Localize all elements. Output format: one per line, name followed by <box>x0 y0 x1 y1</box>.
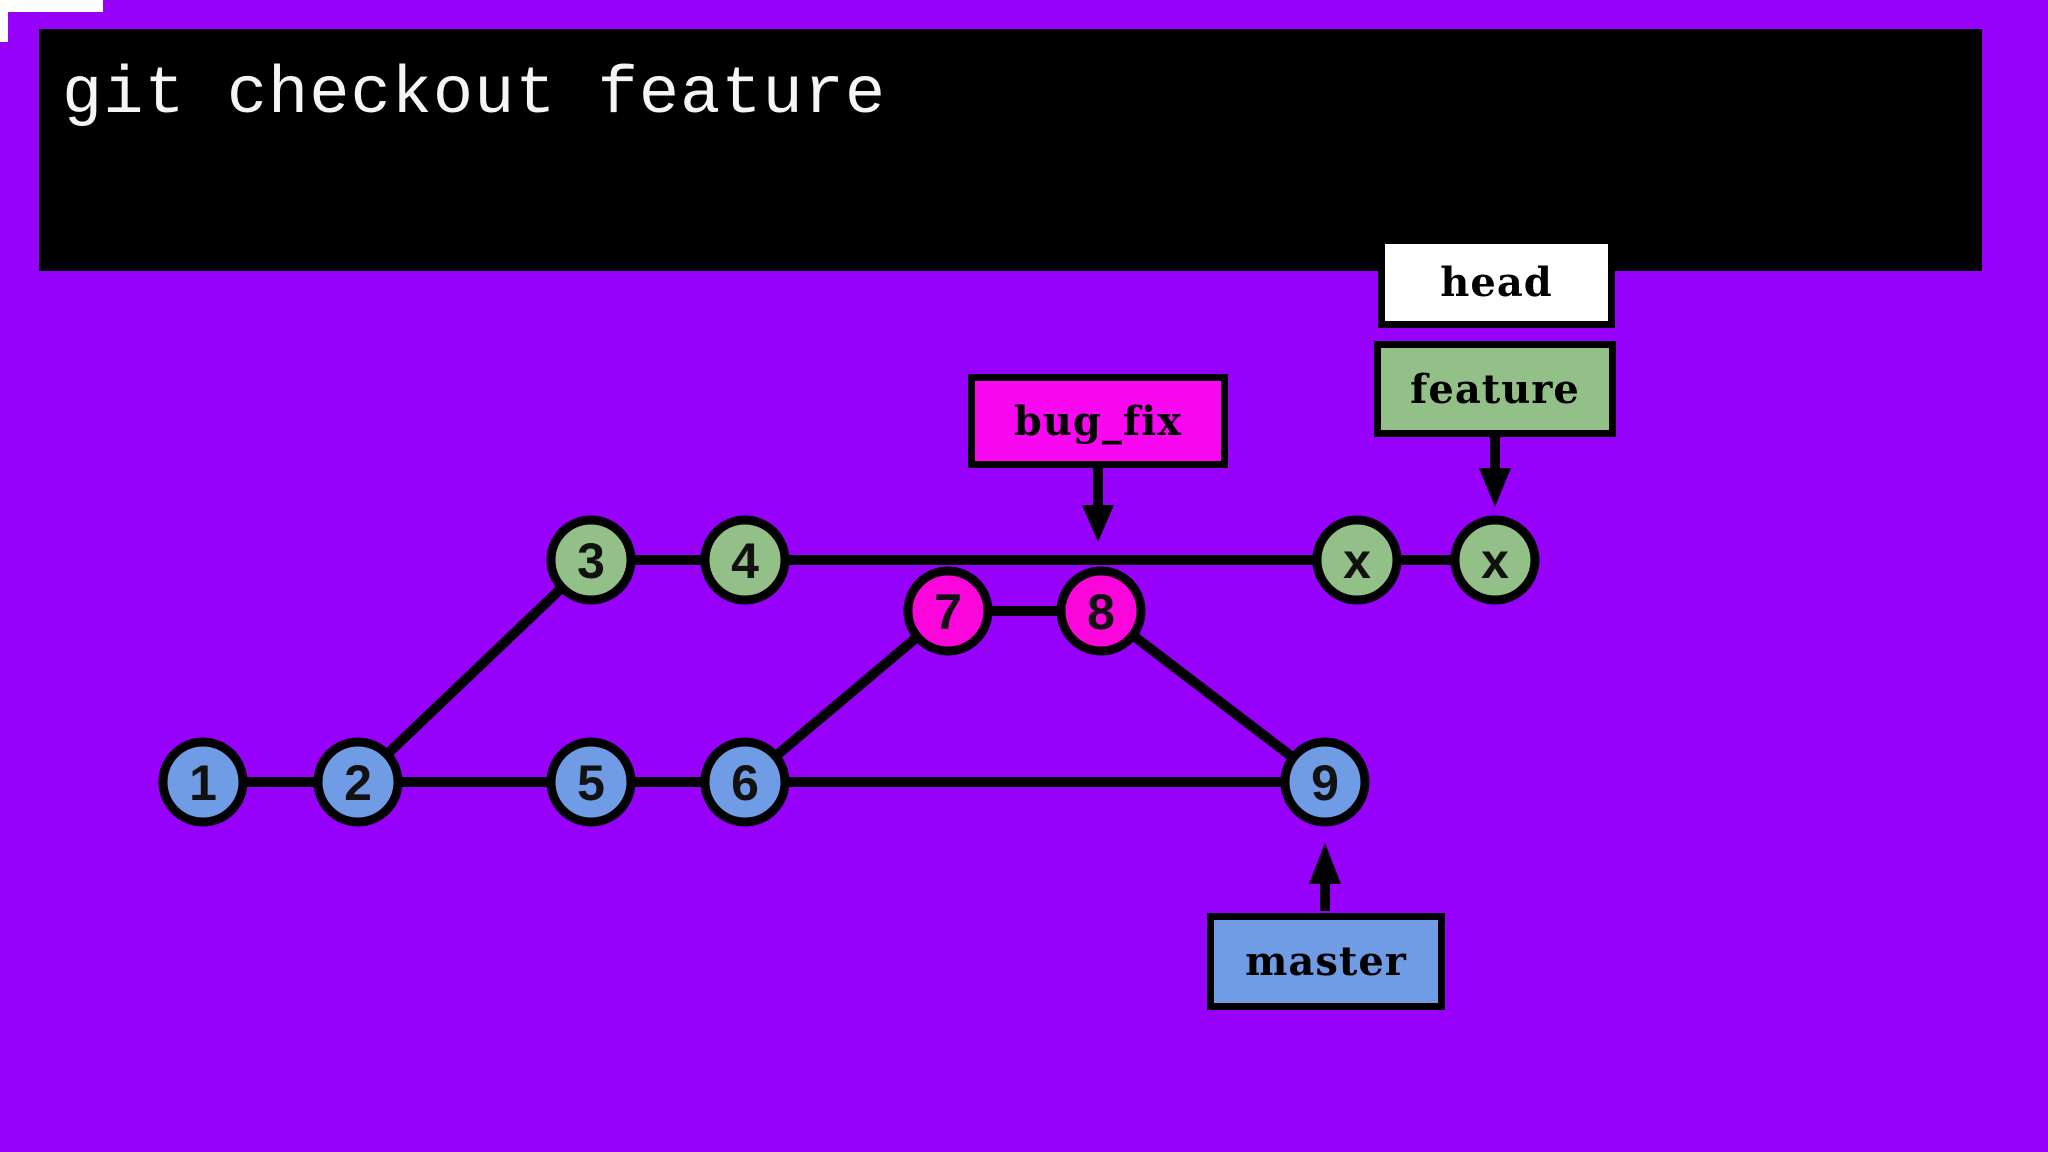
commit-nodes: 1 2 5 6 9 3 4 x x 7 8 <box>158 515 1540 827</box>
commit-node-label-8: 8 <box>1087 584 1115 640</box>
commit-node-2 <box>313 737 403 827</box>
head-label-text: head <box>1440 259 1553 306</box>
master-branch-label-text: master <box>1245 938 1407 985</box>
commit-node-label-4: 4 <box>731 533 759 589</box>
bugfix-branch-label-text: bug_fix <box>1013 397 1183 445</box>
commit-node-x1 <box>1312 515 1402 605</box>
commit-node-7 <box>903 566 993 656</box>
head-label-box: head <box>1378 237 1615 328</box>
feature-branch-label-box: feature <box>1374 341 1616 437</box>
terminal-command-text: git checkout feature <box>62 57 887 133</box>
commit-node-1 <box>158 737 248 827</box>
branch-pointer-arrows <box>1082 437 1511 911</box>
commit-node-label-x2: x <box>1481 533 1509 589</box>
feature-branch-label-text: feature <box>1410 365 1580 413</box>
commit-node-label-2: 2 <box>344 755 372 811</box>
commit-edge-8-9 <box>1097 607 1329 786</box>
commit-node-label-3: 3 <box>577 533 605 589</box>
commit-node-label-6: 6 <box>731 755 759 811</box>
commit-node-6 <box>700 737 790 827</box>
screenshot-edge-artifact <box>0 0 8 42</box>
commit-node-label-x1: x <box>1343 533 1371 589</box>
commit-node-label-1: 1 <box>189 755 217 811</box>
commit-edge-2-3 <box>354 556 595 786</box>
bugfix-branch-label-box: bug_fix <box>968 374 1228 468</box>
commit-node-label-7: 7 <box>934 584 962 640</box>
commit-node-9 <box>1280 737 1370 827</box>
commit-node-5 <box>546 737 636 827</box>
screenshot-edge-artifact <box>0 0 103 12</box>
commit-node-4 <box>700 515 790 605</box>
terminal-bar: git checkout feature <box>39 29 1982 271</box>
commit-node-label-5: 5 <box>577 755 605 811</box>
bug_fix-arrow-head <box>1082 505 1114 542</box>
master-arrow-head <box>1309 843 1341 884</box>
master-branch-label-box: master <box>1207 913 1445 1010</box>
commit-node-label-9: 9 <box>1311 755 1339 811</box>
commit-node-8 <box>1056 566 1146 656</box>
feature-arrow-head <box>1479 468 1511 507</box>
commit-node-x2 <box>1450 515 1540 605</box>
commit-node-3 <box>546 515 636 605</box>
